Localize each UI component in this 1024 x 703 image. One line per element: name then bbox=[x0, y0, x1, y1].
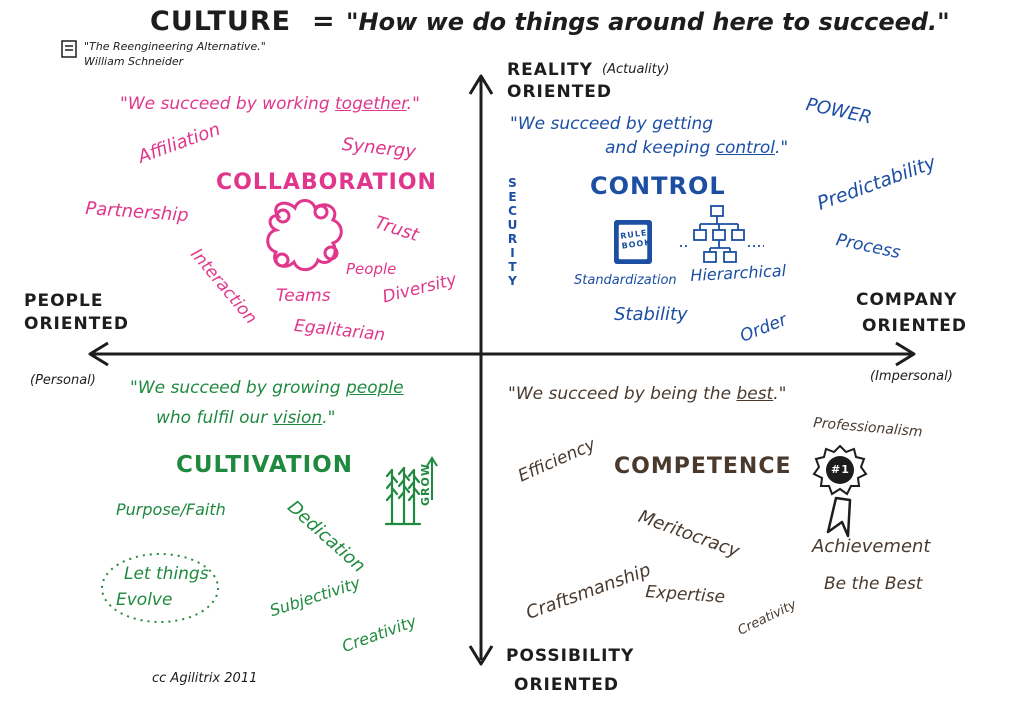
let-things-evolve-circle bbox=[101, 553, 219, 623]
medal-label: #1 bbox=[831, 463, 850, 476]
competence-term-be-the-best: Be the Best bbox=[824, 574, 923, 594]
control-term-standardization: Standardization bbox=[574, 273, 677, 288]
axis-right-note: (Impersonal) bbox=[870, 369, 953, 384]
rulebook-label: RULE BOOK bbox=[619, 228, 652, 251]
vertical-axis-arrow-bottom bbox=[468, 645, 494, 666]
cultivation-term-let-line2: Evolve bbox=[116, 590, 173, 610]
collaboration-circle-icon bbox=[266, 199, 343, 272]
collab-term-teams: Teams bbox=[276, 286, 331, 306]
title-quote: "How we do things around here to succeed… bbox=[346, 8, 950, 36]
axis-left-label-line2: ORIENTED bbox=[24, 314, 130, 334]
control-term-security: SECURITY bbox=[507, 176, 519, 288]
axis-right-label-line2: ORIENTED bbox=[862, 316, 968, 336]
hierarchy-icon bbox=[680, 205, 764, 263]
competence-heading: COMPETENCE bbox=[614, 454, 792, 479]
collab-term-people: People bbox=[346, 260, 397, 278]
cultivation-quote-line1: "We succeed by growing people bbox=[130, 378, 404, 398]
credit: cc Agilitrix 2011 bbox=[152, 671, 258, 686]
rulebook-icon bbox=[614, 220, 652, 264]
cultivation-term-purpose: Purpose/Faith bbox=[116, 500, 226, 519]
collaboration-heading: COLLABORATION bbox=[216, 170, 437, 195]
axis-left-label-line1: PEOPLE bbox=[24, 291, 104, 311]
competence-quote: "We succeed by being the best." bbox=[508, 384, 787, 404]
title-equals: = bbox=[312, 6, 336, 37]
collaboration-quote: "We succeed by working together." bbox=[120, 94, 420, 114]
horizontal-axis-arrow-right bbox=[895, 341, 916, 367]
axis-top-label-line1: REALITY bbox=[507, 60, 593, 80]
competence-term-achievement: Achievement bbox=[812, 536, 931, 557]
control-quote-line2: and keeping control." bbox=[605, 138, 789, 158]
horizontal-axis-arrow-left bbox=[88, 341, 109, 367]
axis-bottom-label-line1: POSSIBILITY bbox=[506, 646, 635, 666]
cultivation-heading: CULTIVATION bbox=[176, 452, 353, 478]
axis-top-note: (Actuality) bbox=[602, 62, 670, 77]
title-word: CULTURE bbox=[150, 6, 292, 37]
cultivation-term-let-line1: Let things bbox=[124, 564, 209, 584]
wheat-icon bbox=[384, 466, 422, 526]
cultivation-quote-line2: who fulfil our vision." bbox=[156, 408, 336, 428]
citation-title: "The Reengineering Alternative." bbox=[84, 40, 266, 53]
control-term-stability: Stability bbox=[614, 304, 688, 325]
grow-label: GROW bbox=[419, 463, 432, 506]
vertical-axis-arrow-top bbox=[468, 74, 494, 95]
axis-left-note: (Personal) bbox=[30, 373, 96, 388]
axis-top-label-line2: ORIENTED bbox=[507, 82, 613, 102]
medal-icon bbox=[812, 444, 868, 538]
axis-bottom-label-line2: ORIENTED bbox=[514, 675, 620, 695]
axis-right-label-line1: COMPANY bbox=[856, 290, 958, 310]
book-icon bbox=[61, 40, 77, 58]
control-heading: CONTROL bbox=[590, 172, 726, 200]
grow-arrow-icon bbox=[426, 456, 438, 500]
control-quote-line1: "We succeed by getting bbox=[510, 114, 714, 134]
citation-author: William Schneider bbox=[84, 55, 184, 68]
